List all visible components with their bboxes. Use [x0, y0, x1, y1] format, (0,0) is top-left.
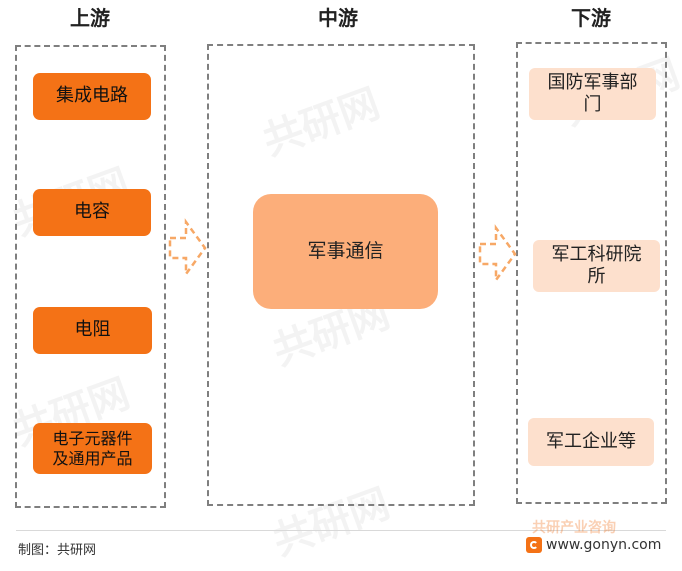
- midstream-frame: [207, 44, 475, 506]
- downstream-title: 下游: [571, 6, 611, 30]
- source-credit: 制图：共研网: [18, 543, 97, 558]
- website-url: www.gonyn.com: [546, 537, 662, 553]
- arrow-right-icon: [478, 224, 517, 284]
- midstream-item-military-communication: 军事通信: [253, 194, 438, 309]
- downstream-frame: [516, 42, 667, 504]
- downstream-item-research-institutes: 军工科研院 所: [533, 240, 660, 292]
- upstream-frame: [15, 45, 166, 508]
- brand-watermark: 共研产业咨询: [532, 520, 616, 536]
- footer-divider: [16, 530, 666, 531]
- upstream-item-electronic-components: 电子元器件 及通用产品: [33, 423, 152, 474]
- arrow-right-icon: [168, 218, 207, 278]
- downstream-item-defense-department: 国防军事部 门: [529, 68, 656, 120]
- upstream-item-resistor: 电阻: [33, 307, 152, 354]
- upstream-title: 上游: [70, 6, 110, 30]
- upstream-item-integrated-circuit: 集成电路: [33, 73, 151, 120]
- downstream-item-enterprises: 军工企业等: [528, 418, 654, 466]
- website-credit: www.gonyn.com: [526, 537, 661, 553]
- upstream-item-capacitor: 电容: [33, 189, 151, 236]
- midstream-title: 中游: [318, 6, 358, 30]
- gonyn-logo-icon: [526, 537, 542, 553]
